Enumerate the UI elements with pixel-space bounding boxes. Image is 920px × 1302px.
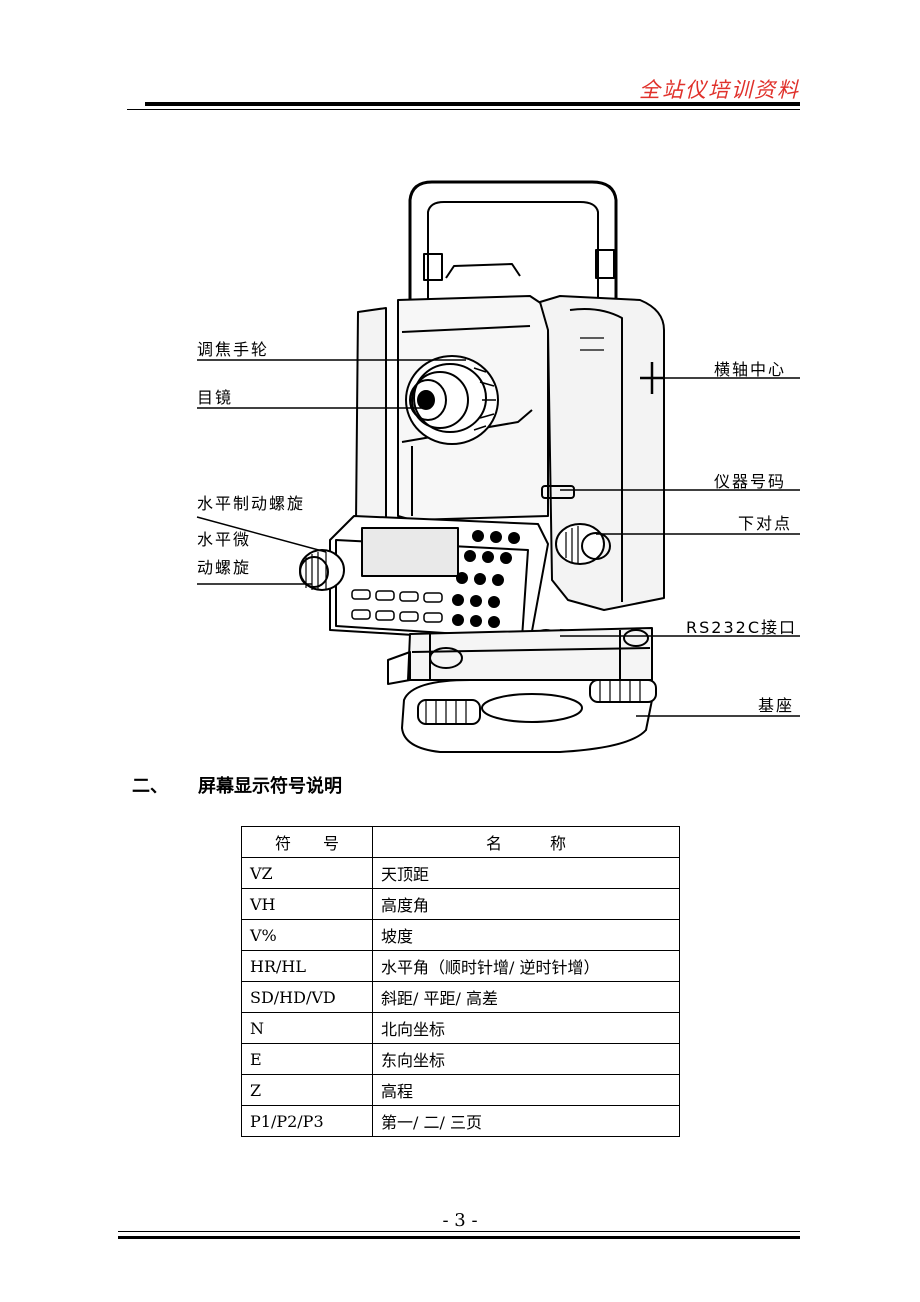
label-focus-knob: 调焦手轮 xyxy=(197,340,270,359)
footer-rule-thin xyxy=(118,1231,800,1232)
table-cell-name: 水平角（顺时针增/ 逆时针增） xyxy=(372,950,680,982)
table-cell-symbol: SD/HD/VD xyxy=(241,981,373,1013)
section-title: 屏幕显示符号说明 xyxy=(198,776,342,797)
footer-rule-thick xyxy=(118,1236,800,1239)
label-serial-number: 仪器号码 xyxy=(714,472,787,491)
section-heading: 二、 屏幕显示符号说明 xyxy=(132,772,342,798)
table-cell-name: 高程 xyxy=(372,1074,680,1106)
header-rule-thin xyxy=(127,109,800,110)
table-cell-symbol: VH xyxy=(241,888,373,920)
label-horizontal-tangent-line1: 水平微 xyxy=(197,530,252,549)
table-cell-symbol: HR/HL xyxy=(241,950,373,982)
total-station-drawing xyxy=(196,180,800,753)
table-cell-symbol: Z xyxy=(241,1074,373,1106)
table-header-name: 名 称 xyxy=(372,826,680,858)
table-cell-symbol: V% xyxy=(241,919,373,951)
table-header-symbol: 符 号 xyxy=(241,826,373,858)
header-rule-thick xyxy=(145,102,800,106)
table-cell-name: 坡度 xyxy=(372,919,680,951)
table-cell-symbol: N xyxy=(241,1012,373,1044)
label-axis-center: 横轴中心 xyxy=(714,360,787,379)
table-cell-symbol: VZ xyxy=(241,857,373,889)
label-horizontal-tangent-line2: 动螺旋 xyxy=(197,558,252,577)
page-number: - 3 - xyxy=(442,1210,478,1231)
table-cell-name: 高度角 xyxy=(372,888,680,920)
table-cell-symbol: P1/P2/P3 xyxy=(241,1105,373,1137)
label-eyepiece: 目镜 xyxy=(197,388,234,407)
header-title: 全站仪培训资料 xyxy=(639,78,800,102)
section-number: 二、 xyxy=(132,776,168,797)
table-row: V%坡度 xyxy=(241,919,680,951)
label-horizontal-clamp: 水平制动螺旋 xyxy=(197,494,306,513)
table-cell-name: 斜距/ 平距/ 高差 xyxy=(372,981,680,1013)
total-station-diagram: 调焦手轮 目镜 水平制动螺旋 水平微 动螺旋 横轴中心 仪器号码 下对点 RS2… xyxy=(0,160,920,770)
table-cell-name: 北向坐标 xyxy=(372,1012,680,1044)
table-cell-name: 第一/ 二/ 三页 xyxy=(372,1105,680,1137)
table-cell-symbol: E xyxy=(241,1043,373,1075)
table-header-row: 符 号 名 称 xyxy=(241,826,680,858)
label-rs232c-port: RS232C接口 xyxy=(686,618,797,637)
label-base: 基座 xyxy=(758,696,795,715)
label-plummet: 下对点 xyxy=(738,514,793,533)
table-cell-name: 东向坐标 xyxy=(372,1043,680,1075)
table-cell-name: 天顶距 xyxy=(372,857,680,889)
